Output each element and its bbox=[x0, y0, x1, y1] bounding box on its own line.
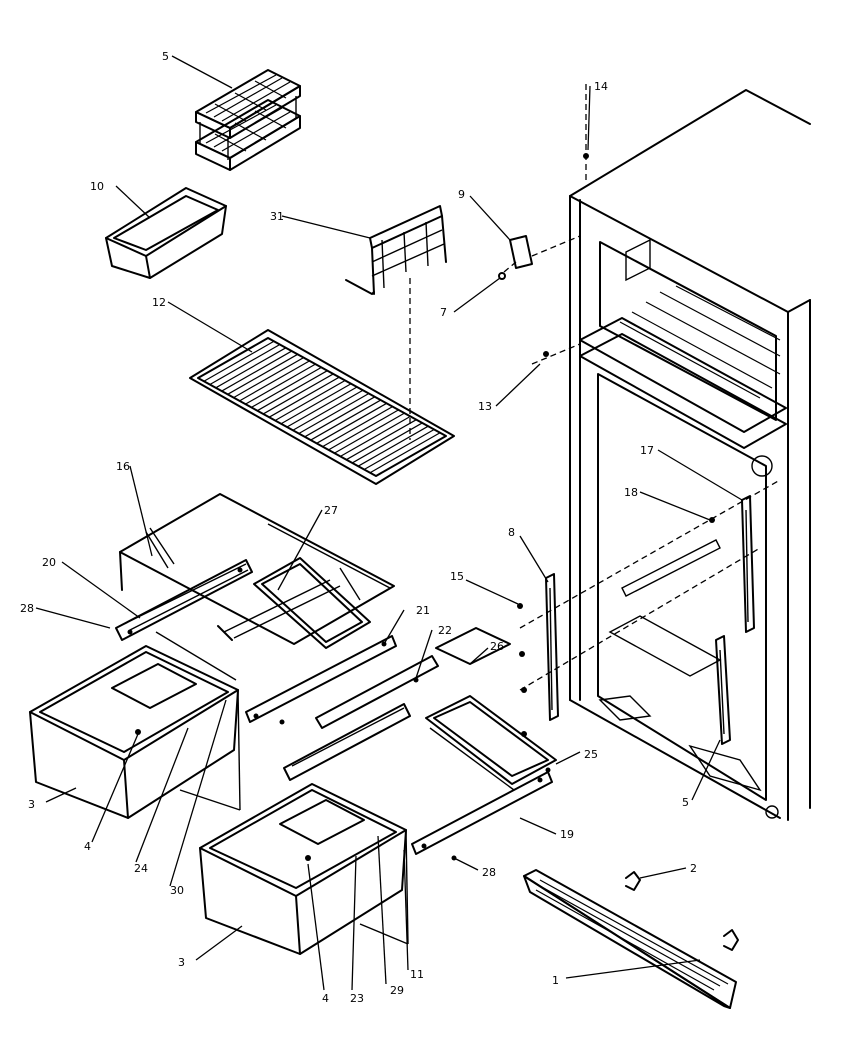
callout-4: 4 bbox=[84, 840, 91, 853]
callout-31: 31 bbox=[270, 210, 284, 223]
shelf-wire bbox=[239, 360, 310, 402]
part-9-light-shield bbox=[509, 235, 581, 269]
part-3-crisper-drawer-upper bbox=[29, 631, 241, 819]
callout-5: 5 bbox=[682, 796, 689, 809]
callout-23: 23 bbox=[350, 992, 364, 1005]
callout-3: 3 bbox=[178, 956, 185, 969]
shelf-wire bbox=[316, 402, 387, 444]
callout-18: 18 bbox=[624, 486, 638, 499]
callout-28: 28 bbox=[20, 602, 34, 615]
callout-2: 2 bbox=[690, 862, 697, 875]
part-7-bulb bbox=[498, 261, 517, 280]
part-8-support bbox=[545, 573, 559, 721]
shelf-wire bbox=[245, 363, 316, 405]
callout-1: 1 bbox=[552, 974, 559, 987]
shelf-wire bbox=[328, 409, 399, 451]
callout-15: 15 bbox=[450, 570, 464, 583]
callout-30: 30 bbox=[170, 884, 184, 897]
shelf-wire bbox=[262, 373, 334, 415]
callout-16: 16 bbox=[116, 460, 130, 473]
callout-14: 14 bbox=[594, 80, 608, 93]
part-25-frame bbox=[425, 695, 557, 791]
part-21-rail bbox=[245, 635, 397, 725]
shelf-wire bbox=[322, 406, 393, 448]
shelf-wire bbox=[221, 350, 293, 392]
shelf-wire bbox=[286, 386, 358, 428]
part-10-bin bbox=[105, 187, 227, 279]
shelf-wire bbox=[268, 376, 340, 418]
callout-8: 8 bbox=[508, 526, 515, 539]
part-16-crisper-cover bbox=[119, 493, 395, 645]
callout-3: 3 bbox=[28, 798, 35, 811]
callout-27: 27 bbox=[324, 504, 338, 517]
callout-5: 5 bbox=[162, 50, 169, 63]
shelf-wire bbox=[203, 340, 275, 382]
shelf-wire bbox=[304, 396, 376, 438]
callout-28: 28 bbox=[482, 866, 496, 879]
shelf-wire bbox=[280, 383, 352, 425]
shelf-wire bbox=[233, 357, 304, 399]
callout-9: 9 bbox=[458, 188, 465, 201]
shelf-wire bbox=[274, 379, 346, 421]
callout-24: 24 bbox=[134, 862, 148, 875]
part-6-rack bbox=[195, 69, 301, 171]
part-22-rail bbox=[315, 655, 439, 729]
shelf-wire bbox=[310, 399, 382, 441]
shelf-wire bbox=[363, 428, 435, 470]
part-26-glass bbox=[435, 627, 511, 665]
shelf-wire bbox=[215, 347, 287, 389]
shelf-wire bbox=[209, 344, 281, 386]
leader-lines bbox=[35, 55, 743, 991]
callout-labels: 1 2 3 3 4 4 5 5 7 8 9 10 11 12 13 14 15 … bbox=[20, 50, 697, 1005]
part-2-clip bbox=[625, 871, 739, 951]
shelf-wire bbox=[351, 422, 423, 464]
shelf-wire bbox=[334, 412, 405, 454]
part-17-support bbox=[741, 455, 773, 633]
shelf-wire bbox=[251, 366, 322, 408]
shelf-wire bbox=[227, 353, 298, 395]
part-31-rack bbox=[345, 205, 447, 440]
shelf-wire bbox=[369, 432, 441, 474]
callout-29: 29 bbox=[390, 984, 404, 997]
callout-20: 20 bbox=[42, 556, 56, 569]
part-5-support bbox=[715, 635, 731, 745]
callout-22: 22 bbox=[438, 624, 452, 637]
callout-19: 19 bbox=[560, 828, 574, 841]
shelf-wire bbox=[298, 393, 370, 435]
callout-26: 26 bbox=[490, 640, 504, 653]
callout-17: 17 bbox=[640, 444, 654, 457]
callout-13: 13 bbox=[478, 400, 492, 413]
part-20-rail bbox=[115, 559, 253, 641]
callout-12: 12 bbox=[152, 296, 166, 309]
callout-10: 10 bbox=[90, 180, 104, 193]
callout-25: 25 bbox=[584, 748, 598, 761]
callout-4: 4 bbox=[322, 992, 329, 1005]
shelf-wire bbox=[357, 425, 429, 467]
part-3-crisper-drawer-lower bbox=[199, 783, 409, 955]
callout-11: 11 bbox=[410, 968, 424, 981]
part-12-wire-shelf bbox=[189, 329, 455, 485]
shelf-wire bbox=[340, 415, 411, 457]
shelf-wire bbox=[257, 370, 328, 412]
refrigerator-cabinet bbox=[519, 84, 811, 821]
shelf-wire bbox=[292, 389, 364, 431]
part-27-frame bbox=[217, 523, 391, 649]
shelf-wire bbox=[346, 419, 417, 461]
part-1-toe-grille bbox=[523, 869, 737, 1009]
callout-7: 7 bbox=[440, 306, 447, 319]
callout-21: 21 bbox=[416, 604, 430, 617]
part-right-rails bbox=[283, 703, 553, 861]
screws bbox=[517, 153, 715, 737]
